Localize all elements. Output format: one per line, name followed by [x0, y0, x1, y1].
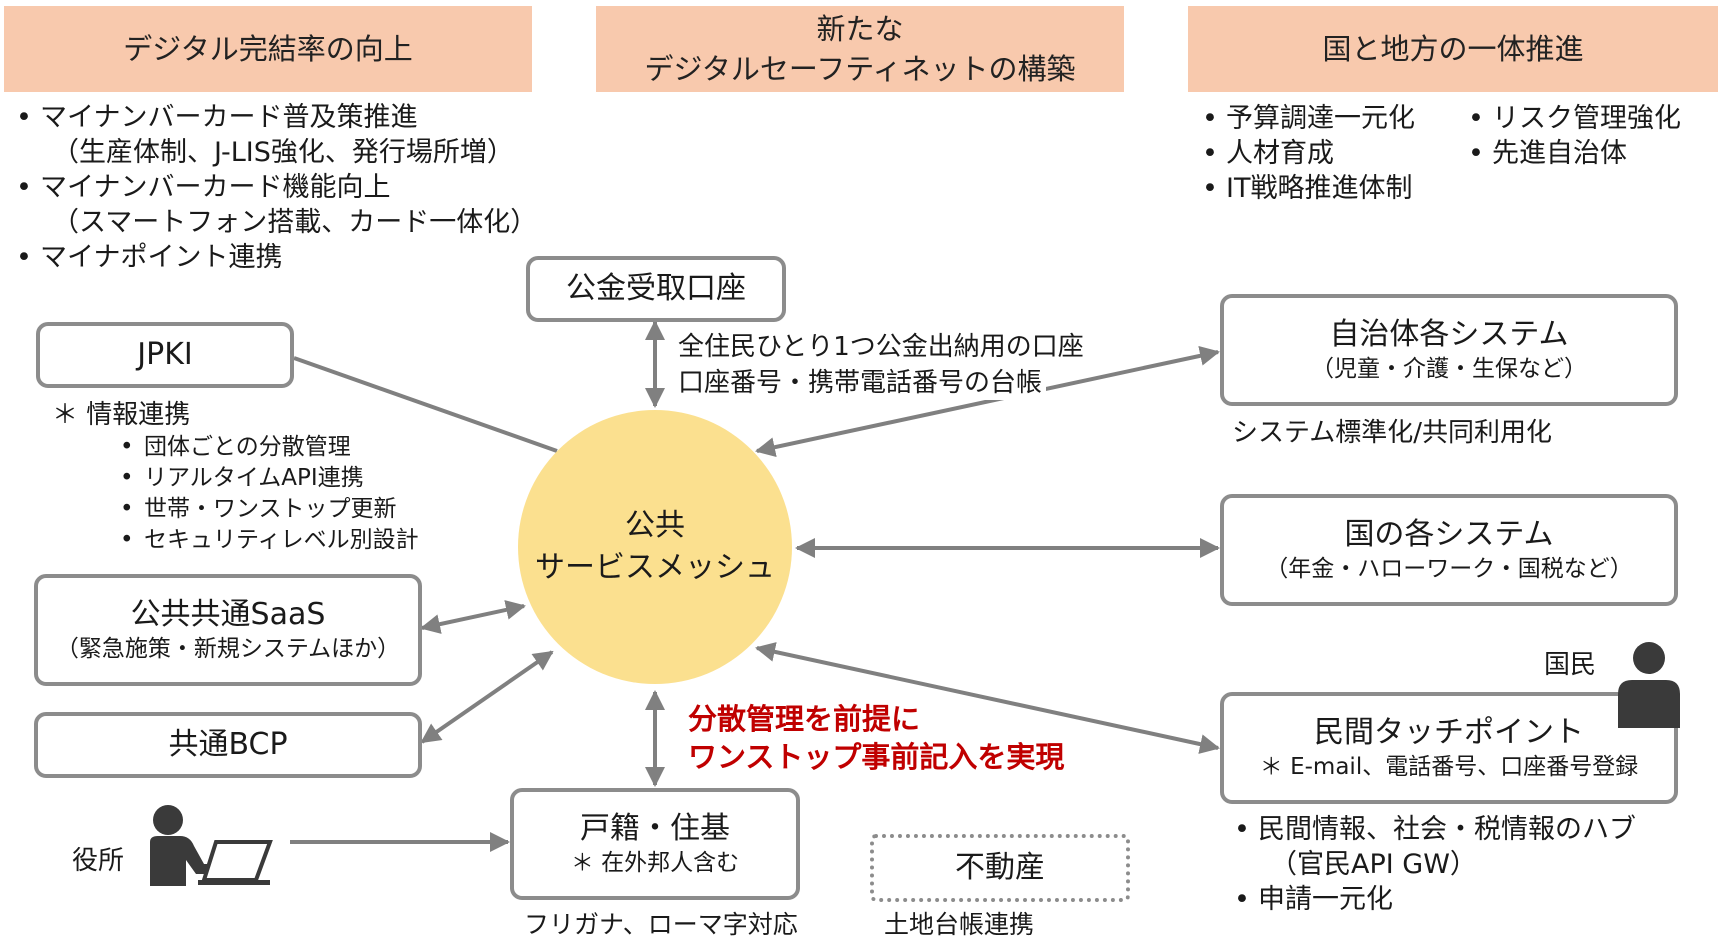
kokumin-label: 国民 [1544, 650, 1597, 680]
public-service-mesh-circle: 公共 サービスメッシュ [518, 410, 792, 684]
person-icon [1618, 642, 1680, 728]
list-item: 申請一元化 [1232, 882, 1712, 917]
box-real-estate: 不動産 [870, 834, 1130, 902]
box-koukin-account: 公金受取口座 [526, 256, 786, 322]
person-laptop-icon [150, 805, 273, 886]
koseki-note: フリガナ、ローマ字対応 [524, 910, 798, 939]
box-public-saas: 公共共通SaaS （緊急施策・新規システムほか） [34, 574, 422, 686]
box-common-bcp: 共通BCP [34, 712, 422, 778]
header-digital-completion: デジタル完結率の向上 [4, 6, 532, 92]
box-national-systems: 国の各システム （年金・ハローワーク・国税など） [1220, 494, 1678, 606]
list-item: 予算調達一元化 [1200, 101, 1460, 136]
list-item: リアルタイムAPI連携 [118, 463, 458, 494]
center-label-line1: 公共 [625, 508, 685, 543]
box-municipal-systems: 自治体各システム （児童・介護・生保など） [1220, 294, 1678, 406]
real-estate-note: 土地台帳連携 [884, 910, 1035, 939]
yakusho-label: 役所 [72, 846, 125, 876]
list-item: 世帯・ワンストップ更新 [118, 494, 458, 525]
box-private-touchpoint: 民間タッチポイント ＊ E-mail、電話番号、口座番号登録 [1220, 692, 1678, 804]
list-item: 民間情報、社会・税情報のハブ（官民API GW） [1232, 812, 1712, 882]
arrow-bcp-center [420, 650, 554, 744]
list-item: セキュリティレベル別設計 [118, 525, 458, 556]
header-national-local-unity: 国と地方の一体推進 [1188, 6, 1718, 92]
list-item: マイナンバーカード機能向上（スマートフォン搭載、カード一体化） [14, 170, 574, 240]
right-bullet-list-1: 予算調達一元化 人材育成 IT戦略推進体制 [1200, 101, 1460, 206]
list-item: IT戦略推進体制 [1200, 171, 1460, 206]
arrow-center-jichitai [755, 346, 1220, 457]
list-item: マイナポイント連携 [14, 240, 574, 275]
koukin-desc-line1: 全住民ひとり1つ公金出納用の口座 [678, 332, 1084, 362]
arrow-center-minkan [755, 642, 1220, 754]
left-bullet-list: マイナンバーカード普及策推進（生産体制、J-LIS強化、発行場所増） マイナンバ… [14, 100, 574, 275]
line-jpki-center [293, 356, 558, 453]
list-item: 団体ごとの分散管理 [118, 432, 458, 463]
center-label-line2: サービスメッシュ [535, 550, 775, 585]
list-item: リスク管理強化 [1466, 101, 1716, 136]
list-item: 人材育成 [1200, 136, 1460, 171]
private-touchpoint-bullets: 民間情報、社会・税情報のハブ（官民API GW） 申請一元化 [1232, 812, 1712, 917]
right-bullet-list-2: リスク管理強化 先進自治体 [1466, 101, 1716, 171]
list-item: マイナンバーカード普及策推進（生産体制、J-LIS強化、発行場所増） [14, 100, 574, 170]
municipal-standardization-note: システム標準化/共同利用化 [1232, 418, 1552, 448]
list-item: 先進自治体 [1466, 136, 1716, 171]
jpki-note-head: ＊ 情報連携 [52, 400, 191, 430]
arrow-saas-center [420, 600, 526, 634]
box-jpki: JPKI [36, 322, 294, 388]
koukin-desc-line2: 口座番号・携帯電話番号の台帳 [678, 366, 1047, 400]
header-digital-safety-net: 新たな デジタルセーフティネットの構築 [596, 6, 1124, 92]
distributed-management-emphasis: 分散管理を前提に ワンストップ事前記入を実現 [688, 702, 1065, 774]
jpki-note-list: 団体ごとの分散管理 リアルタイムAPI連携 世帯・ワンストップ更新 セキュリティ… [118, 432, 458, 556]
box-koseki-juki: 戸籍・住基 ＊ 在外邦人含む [510, 788, 800, 900]
